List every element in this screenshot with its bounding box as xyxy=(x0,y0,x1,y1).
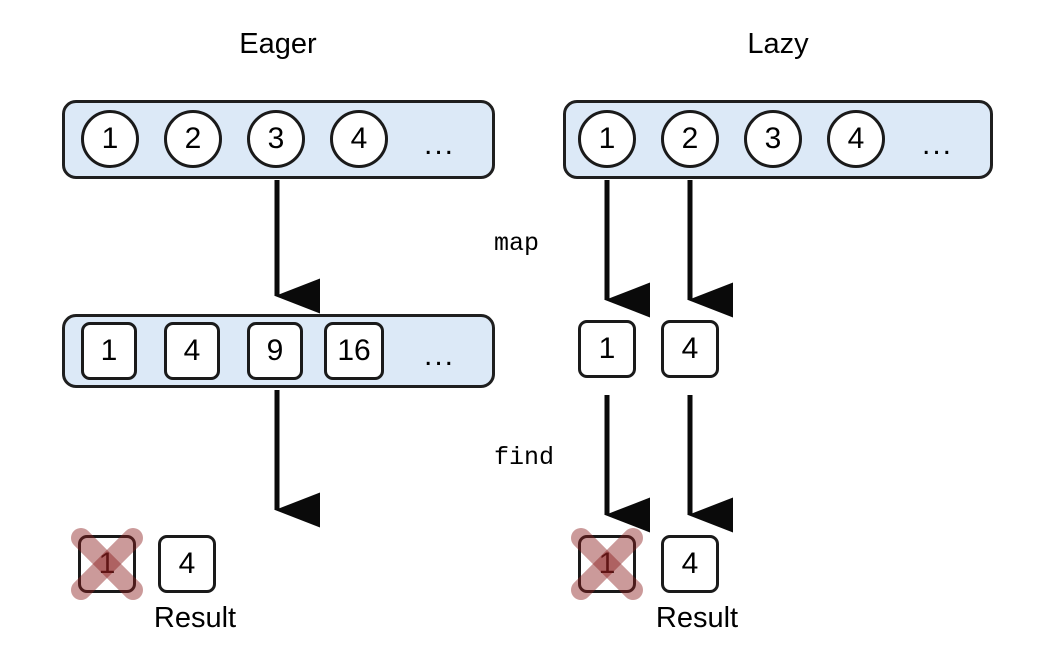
eager-mapped-item-16: 16 xyxy=(324,322,384,380)
eager-source-item-3: 3 xyxy=(247,110,305,168)
lazy-source-item-4: 4 xyxy=(827,110,885,168)
eager-mapped-item-1: 1 xyxy=(81,322,137,380)
lazy-source-item-3: 3 xyxy=(744,110,802,168)
map-operation-label: map xyxy=(494,229,540,258)
eager-source-item-2: 2 xyxy=(164,110,222,168)
eager-mapped-item-4: 4 xyxy=(164,322,220,380)
lazy-mapped-item-1: 1 xyxy=(578,320,636,378)
eager-column-title: Eager xyxy=(239,28,317,60)
lazy-mapped-item-4: 4 xyxy=(661,320,719,378)
eager-mapped-item-9: 9 xyxy=(247,322,303,380)
lazy-source-item-2: 2 xyxy=(661,110,719,168)
eager-result-caption: Result xyxy=(153,602,237,634)
eager-source-item-4: 4 xyxy=(330,110,388,168)
eager-result-item-1: 1 xyxy=(78,535,136,593)
lazy-result-caption: Result xyxy=(655,602,739,634)
lazy-source-item-1: 1 xyxy=(578,110,636,168)
lazy-source-ellipsis: ... xyxy=(922,128,954,161)
lazy-result-item-1: 1 xyxy=(578,535,636,593)
find-operation-label: find xyxy=(494,443,555,472)
eager-result-item-4: 4 xyxy=(158,535,216,593)
eager-source-item-1: 1 xyxy=(81,110,139,168)
lazy-result-item-4: 4 xyxy=(661,535,719,593)
eager-mapped-ellipsis: ... xyxy=(424,339,456,372)
eager-source-ellipsis: ... xyxy=(424,128,456,161)
lazy-column-title: Lazy xyxy=(747,28,809,60)
